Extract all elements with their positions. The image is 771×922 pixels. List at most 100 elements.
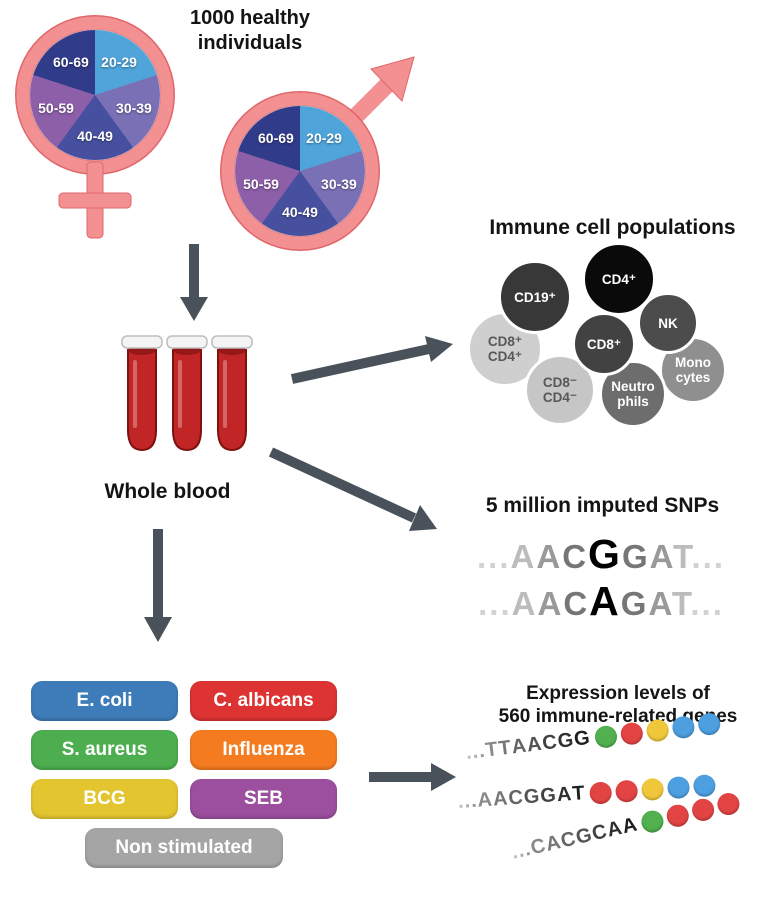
- snp-char: A: [510, 538, 537, 575]
- gene-char: .: [522, 837, 534, 861]
- cell-label: CD19⁺: [514, 289, 556, 305]
- snp-char: .: [478, 585, 490, 622]
- whole-blood-label: Whole blood: [104, 480, 231, 503]
- snp-char: .: [713, 538, 726, 575]
- arrow-blood-to-cells: [290, 336, 453, 384]
- male-arrow-head: [370, 56, 415, 102]
- snp-char: A: [537, 585, 564, 622]
- gene-char: .: [509, 840, 521, 864]
- gene-char: G: [556, 728, 576, 753]
- stimulus-label: SEB: [243, 788, 284, 809]
- age-group-label: 40-49: [77, 127, 113, 144]
- stimulus-bcg: BCG: [31, 779, 178, 819]
- expression-dot-blue: [666, 775, 691, 799]
- age-group-label: 50-59: [243, 175, 279, 192]
- age-group-label: 30-39: [321, 175, 357, 192]
- female-ring: [16, 16, 174, 174]
- snp-char: .: [690, 585, 702, 622]
- age-group-label: 30-39: [116, 99, 152, 116]
- stimulus-influenza: Influenza: [190, 730, 337, 770]
- snp-char: .: [476, 538, 489, 575]
- cell-label: CD4⁺: [487, 349, 523, 364]
- gene-char: .: [477, 739, 487, 763]
- cell-label: CD4⁻: [542, 390, 578, 405]
- age-group-label: 20-29: [101, 53, 137, 70]
- expression-title-line1: Expression levels of: [526, 683, 710, 704]
- expression-dot-red: [614, 778, 639, 803]
- gene-char: C: [589, 820, 610, 846]
- cell-label: NK: [658, 315, 678, 331]
- stimulus-e-coli: E. coli: [31, 681, 178, 721]
- gene-char: .: [457, 790, 466, 813]
- cell-cd8-neg-cd4-neg: CD8⁻CD4⁻: [524, 354, 596, 426]
- snp-sequence-1: ...AACGGAT...: [436, 532, 766, 579]
- expression-dot-red: [664, 802, 691, 829]
- gene-char: C: [541, 730, 560, 755]
- male-ring-outer-edge: [220, 91, 380, 251]
- expression-dot-red: [588, 780, 613, 805]
- snp-char: A: [511, 585, 538, 622]
- male-arrow-shaft: [344, 76, 396, 128]
- arrow-stimuli-to-expression: [369, 763, 456, 791]
- gene-char: C: [528, 834, 549, 860]
- figure-title-line2: individuals: [197, 32, 303, 54]
- gene-char: A: [492, 787, 510, 811]
- expression-title: Expression levels of 560 immune-related …: [468, 682, 768, 728]
- snp-char: .: [702, 538, 714, 575]
- stimulus-label: E. coli: [76, 690, 133, 711]
- snp-variant-allele: G: [588, 531, 622, 577]
- female-crossbar: [58, 192, 132, 209]
- blood-tubes: [121, 335, 253, 452]
- gene-char: A: [604, 816, 625, 842]
- gene-char: T: [571, 782, 587, 805]
- cell-cd4-pos: CD4⁺: [582, 242, 656, 316]
- gene-char: G: [572, 726, 592, 751]
- cell-cd19-pos: CD19⁺: [498, 260, 572, 334]
- figure-title: 1000 healthy individuals: [150, 6, 350, 56]
- snp-char: A: [649, 538, 673, 575]
- cell-label: Mono: [675, 355, 711, 370]
- blood-tube-2: [166, 335, 208, 452]
- stimulus-label: Influenza: [222, 739, 305, 760]
- expression-dot-red: [689, 796, 717, 823]
- blood-tube-1: [121, 335, 163, 452]
- cell-label: CD8⁻: [542, 375, 578, 390]
- cell-label: CD8⁺: [487, 334, 523, 349]
- gene-char: C: [507, 786, 525, 810]
- age-group-label: 60-69: [258, 129, 294, 146]
- expression-dot-green: [639, 807, 666, 835]
- snp-char: A: [648, 585, 672, 622]
- cell-label: CD8⁺: [586, 336, 622, 352]
- gene-char: G: [539, 784, 558, 808]
- gene-char: .: [463, 790, 472, 813]
- cell-nk: NK: [637, 292, 699, 354]
- snps-title: 5 million imputed SNPs: [485, 494, 720, 517]
- gene-char: A: [543, 830, 564, 856]
- gene-char: G: [523, 785, 542, 809]
- snp-char: T: [671, 585, 691, 622]
- stimulus-c-albicans: C. albicans: [190, 681, 337, 721]
- cell-cd8-pos-cd4-pos: CD8⁺CD4⁺: [467, 311, 543, 387]
- immune-populations-title: Immune cell populations: [489, 216, 736, 239]
- snp-char: C: [563, 585, 590, 622]
- male-ring: [221, 92, 379, 250]
- gene-char: .: [464, 741, 474, 764]
- expression-dot-red: [715, 790, 742, 817]
- snp-variant-allele: A: [589, 578, 621, 624]
- cell-label: cytes: [675, 370, 711, 385]
- gene-char: A: [510, 734, 529, 759]
- snp-char: .: [691, 538, 703, 575]
- stimulus-label: BCG: [83, 788, 126, 809]
- expression-title-line2: 560 immune-related genes: [498, 706, 738, 727]
- snp-char: G: [620, 585, 649, 622]
- cell-cd8-pos: CD8⁺: [572, 312, 636, 376]
- age-group-label: 20-29: [306, 129, 342, 146]
- stimulus-seb: SEB: [190, 779, 337, 819]
- stimulus-s-aureus: S. aureus: [31, 730, 178, 770]
